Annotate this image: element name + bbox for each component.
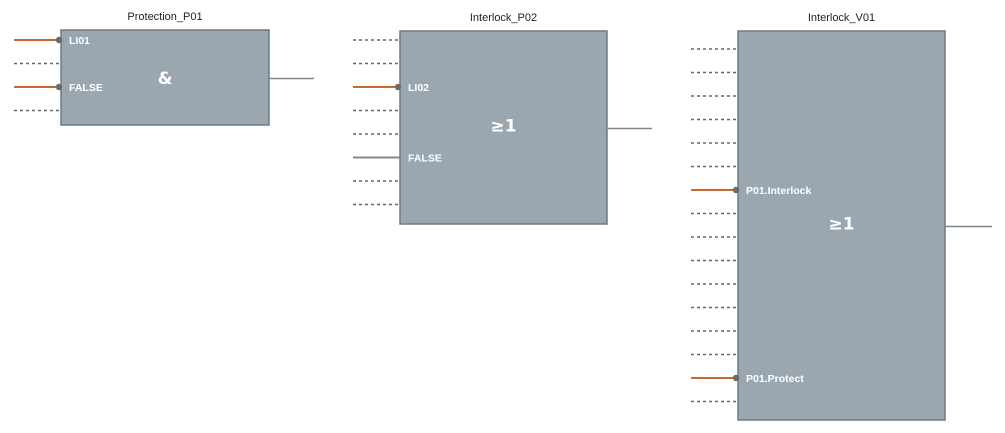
port-label-protection-p01-1: LI01 (69, 35, 90, 47)
port-label-interlock-v01-7: P01.Interlock (746, 185, 812, 197)
blocks-layer: LI01FALSEProtection_P01&LI02FALSEInterlo… (14, 11, 992, 421)
port-label-interlock-v01-15: P01.Protect (746, 373, 804, 385)
block-body-protection-p01[interactable] (60, 29, 270, 126)
connection-dot (732, 186, 740, 194)
connection-dot (394, 83, 402, 91)
port-label-interlock-p02-3: LI02 (408, 82, 429, 94)
operator-symbol: & (158, 69, 173, 89)
operator-symbol: ≥1 (490, 117, 516, 137)
block-title: Protection_P01 (127, 11, 202, 23)
connection-dot (732, 374, 740, 382)
block-title: Interlock_V01 (808, 12, 875, 24)
port-label-protection-p01-3: FALSE (69, 82, 103, 94)
connection-dot (55, 36, 63, 44)
operator-symbol: ≥1 (828, 215, 854, 235)
block-title: Interlock_P02 (470, 12, 537, 24)
block-body-interlock-v01[interactable] (737, 30, 946, 421)
block-body-interlock-p02[interactable] (399, 30, 608, 225)
port-label-interlock-p02-6: FALSE (408, 153, 442, 165)
connection-dot (55, 83, 63, 91)
